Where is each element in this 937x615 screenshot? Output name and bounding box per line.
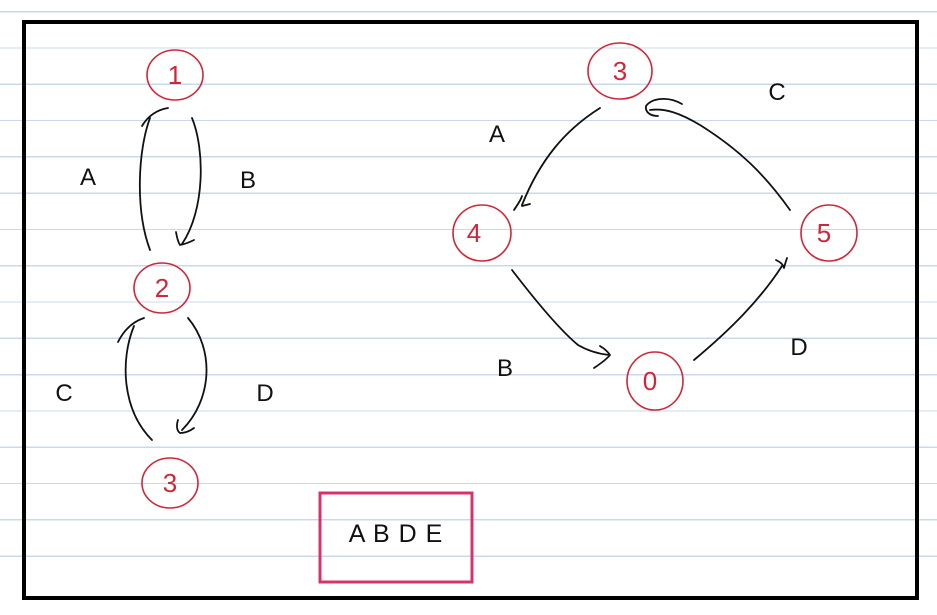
left-edge-d-label: D xyxy=(256,380,273,407)
left-edge-a: A xyxy=(80,107,169,251)
right-node-5-circle xyxy=(800,204,858,262)
diagram-frame xyxy=(22,20,919,600)
right-node-3-circle xyxy=(587,42,653,100)
right-node-4-label: 4 xyxy=(467,218,481,248)
right-node-4: 4 xyxy=(452,204,512,262)
right-edge-a-arrowhead xyxy=(513,195,531,211)
right-node-4-circle xyxy=(452,204,512,262)
left-edge-b: B xyxy=(175,117,256,246)
answer-box: A B D E xyxy=(318,491,474,584)
right-node-5: 5 xyxy=(800,204,858,262)
left-edge-d: D xyxy=(176,317,274,434)
answer-text: A B D E xyxy=(349,520,444,548)
left-edge-a-line xyxy=(138,117,151,251)
right-edge-d: D xyxy=(693,257,808,361)
right-node-3: 3 xyxy=(587,42,653,100)
right-edge-a-label: A xyxy=(489,121,505,148)
left-node-3-label: 3 xyxy=(163,468,177,498)
right-edge-a: A xyxy=(489,107,601,211)
left-edge-b-line xyxy=(181,117,202,245)
left-node-1-circle xyxy=(146,49,204,101)
right-edge-d-arrowhead xyxy=(775,257,788,269)
left-edge-c-line xyxy=(124,325,153,441)
right-edge-b-line xyxy=(511,269,610,356)
right-edge-c: C xyxy=(645,79,791,211)
left-edge-d-line xyxy=(181,317,208,431)
right-edge-c-arrowhead xyxy=(645,98,683,117)
right-edge-b-arrowhead xyxy=(593,345,611,369)
left-node-3: 3 xyxy=(141,457,199,509)
left-edge-b-label: B xyxy=(240,167,256,194)
right-edge-b-label: B xyxy=(497,355,513,382)
right-node-0-circle xyxy=(626,351,684,411)
right-edge-a-line xyxy=(521,107,601,206)
right-edge-d-line xyxy=(693,265,783,361)
left-node-3-circle xyxy=(141,457,199,509)
left-node-1-label: 1 xyxy=(168,60,182,90)
right-edge-c-line xyxy=(649,108,791,211)
left-edge-c: C xyxy=(55,317,153,441)
left-edge-d-arrowhead xyxy=(176,419,195,434)
right-node-5-label: 5 xyxy=(817,218,831,248)
left-edge-c-arrowhead xyxy=(117,317,145,343)
left-edge-a-arrowhead xyxy=(141,107,169,127)
left-edge-c-label: C xyxy=(55,380,72,407)
left-node-2-label: 2 xyxy=(155,273,169,303)
right-edge-d-label: D xyxy=(790,334,807,361)
right-node-0-label: 0 xyxy=(643,366,657,396)
right-node-0: 0 xyxy=(626,351,684,411)
left-edge-b-arrowhead xyxy=(175,231,195,246)
left-edge-a-label: A xyxy=(80,164,96,191)
left-node-1: 1 xyxy=(146,49,204,101)
left-node-2-circle xyxy=(133,262,191,314)
right-edge-c-label: C xyxy=(768,79,785,106)
right-edge-b: B xyxy=(497,269,611,382)
left-node-2: 2 xyxy=(133,262,191,314)
answer-box-border xyxy=(318,491,474,584)
right-node-3-label: 3 xyxy=(613,56,627,86)
